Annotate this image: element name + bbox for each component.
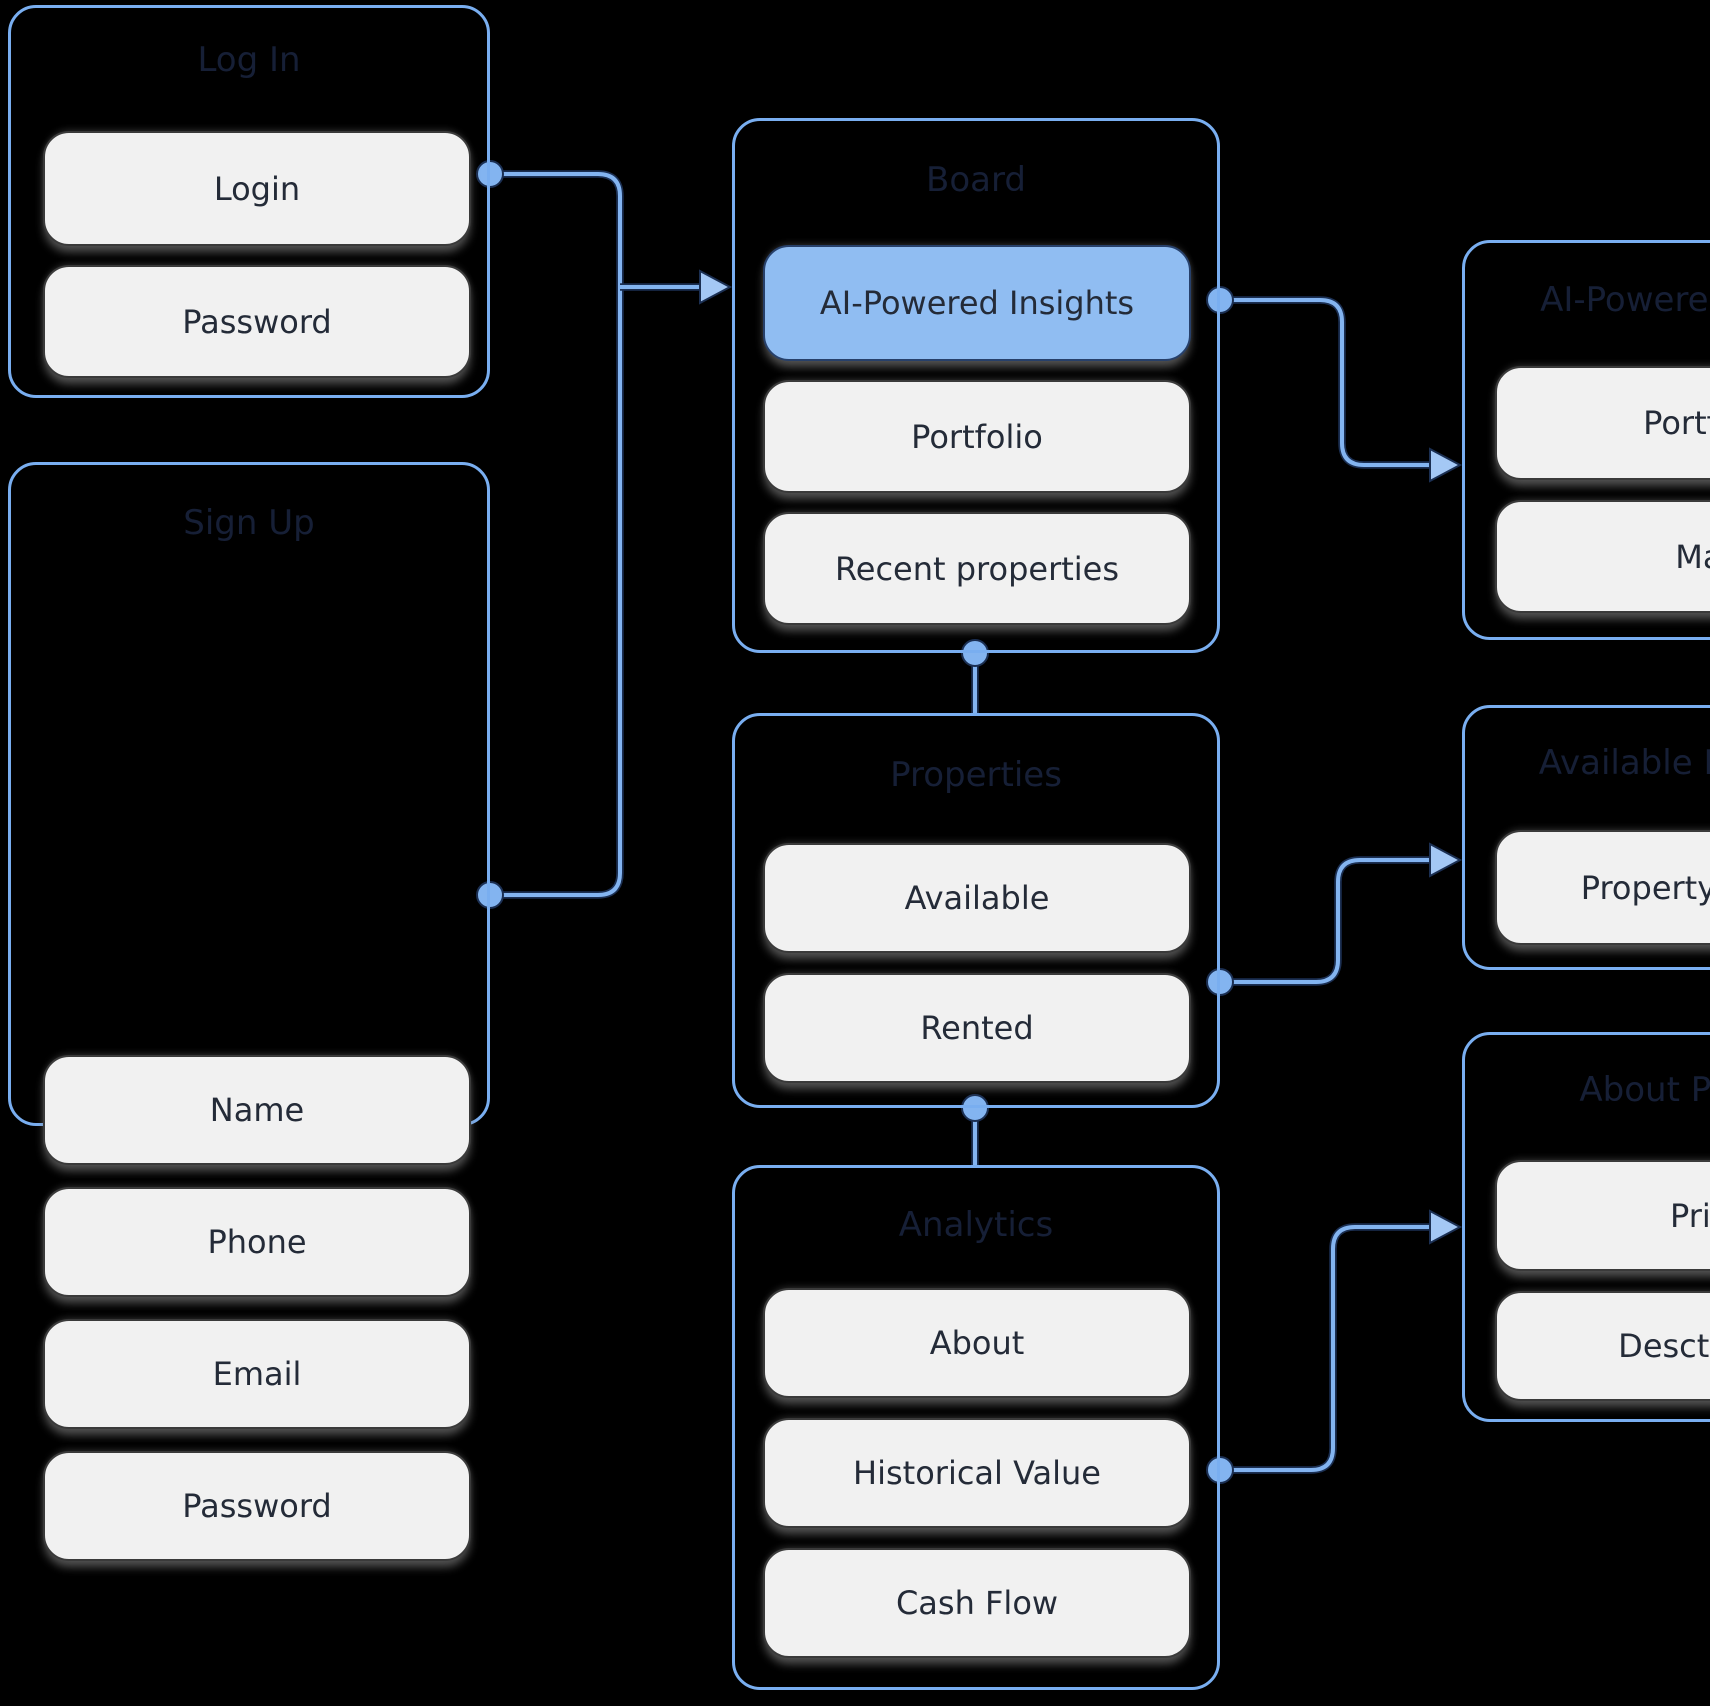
available-properties-property-details-button[interactable]: Property Details — [1495, 830, 1710, 945]
analytics-cash-flow-button[interactable]: Cash Flow — [763, 1548, 1191, 1658]
board-portfolio-button[interactable]: Portfolio — [763, 380, 1191, 493]
card-log-in-title: Log In — [197, 40, 301, 80]
connector-analytics-to-about-property — [1206, 1209, 1463, 1484]
connector-auth-to-board — [620, 269, 733, 305]
about-property-desctiption-button[interactable]: Desctiption — [1495, 1291, 1710, 1401]
log-in-password-button[interactable]: Password — [43, 265, 471, 378]
card-available-properties[interactable]: Available PropertiesProperty Details — [1462, 705, 1710, 970]
sign-up-name-button[interactable]: Name — [43, 1055, 471, 1165]
ai-powered-insights-portfolio-button[interactable]: Portfolio — [1495, 366, 1710, 480]
sign-up-phone-button[interactable]: Phone — [43, 1187, 471, 1297]
card-available-properties-title: Available Properties — [1538, 743, 1710, 783]
connector-board-to-ai-powered-insights — [1206, 286, 1463, 483]
arrowhead-icon — [699, 269, 733, 305]
properties-available-button[interactable]: Available — [763, 843, 1191, 953]
card-sign-up-title: Sign Up — [183, 503, 315, 543]
log-in-login-button[interactable]: Login — [43, 131, 471, 246]
analytics-historical-value-button[interactable]: Historical Value — [763, 1418, 1191, 1528]
card-properties-title: Properties — [890, 755, 1062, 795]
card-board-title: Board — [926, 160, 1026, 200]
connector-board-to-ai-powered-insights-line — [1220, 298, 1436, 467]
connector-auth-bus-login-signup-line — [490, 170, 624, 899]
card-ai-powered-insights-title: AI-Powered Insights — [1540, 280, 1710, 320]
board-ai-powered-insights-button[interactable]: AI-Powered Insights — [763, 245, 1191, 361]
card-about-property[interactable]: About PropertyPriceDesctiption — [1462, 1032, 1710, 1422]
analytics-about-button[interactable]: About — [763, 1288, 1191, 1398]
arrowhead-icon — [1429, 1209, 1463, 1245]
card-analytics-title: Analytics — [898, 1205, 1054, 1245]
connector-board-to-ai-powered-insights-line — [1220, 296, 1436, 469]
card-ai-powered-insights[interactable]: AI-Powered InsightsPortfolioMap — [1462, 240, 1710, 640]
sign-up-password-button[interactable]: Password — [43, 1451, 471, 1561]
connector-auth-bus-login-signup — [476, 160, 624, 909]
ai-powered-insights-map-button[interactable]: Map — [1495, 500, 1710, 613]
properties-rented-button[interactable]: Rented — [763, 973, 1191, 1083]
connector-auth-bus-login-signup-line — [490, 172, 622, 897]
card-about-property-title: About Property — [1579, 1070, 1710, 1110]
arrowhead-icon — [1429, 842, 1463, 878]
connector-properties-to-available-properties — [1206, 842, 1463, 996]
board-recent-properties-button[interactable]: Recent properties — [763, 512, 1191, 625]
connector-properties-to-available-properties-line — [1220, 856, 1436, 986]
connector-analytics-to-about-property-line — [1220, 1225, 1436, 1472]
about-property-price-button[interactable]: Price — [1495, 1160, 1710, 1271]
connector-analytics-to-about-property-line — [1220, 1223, 1436, 1474]
sign-up-email-button[interactable]: Email — [43, 1319, 471, 1429]
connector-properties-to-available-properties-line — [1220, 858, 1436, 984]
arrowhead-icon — [1429, 447, 1463, 483]
